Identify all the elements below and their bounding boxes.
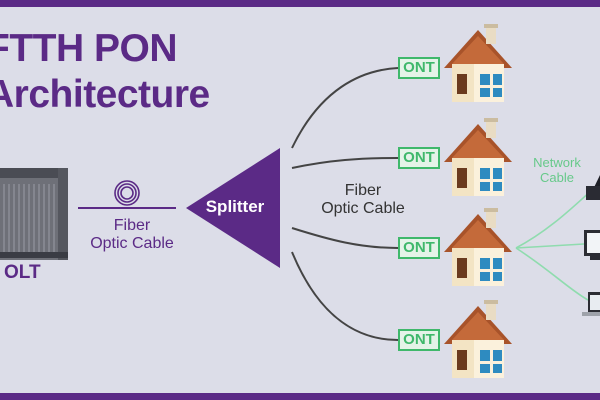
ont-box-1: ONT (398, 57, 440, 79)
bottom-band (0, 393, 600, 400)
house-icon (444, 300, 512, 378)
network-cable-label-line-1: Network (533, 155, 581, 170)
title-line-2: Architecture (0, 73, 210, 116)
ont-box-2: ONT (398, 147, 440, 169)
olt-label: OLT (4, 262, 41, 283)
splitter-shape (186, 148, 280, 268)
distribution-cable-label-line-2: Optic Cable (321, 200, 405, 217)
house-icon (444, 208, 512, 286)
cable-to-laptop (515, 247, 589, 301)
distribution-cable-label-line-1: Fiber (344, 182, 382, 199)
ont-box-4: ONT (398, 329, 440, 351)
ont-box-3: ONT (398, 237, 440, 259)
laptop-icon (582, 292, 600, 316)
desktop-monitor-icon (584, 230, 600, 260)
cable-to-router (515, 189, 593, 249)
fiber-to-ont-3 (291, 227, 399, 249)
house-icon (444, 118, 512, 196)
network-cable-label: Network Cable (522, 155, 592, 185)
splitter-label: Splitter (205, 197, 265, 216)
network-cables (515, 189, 593, 301)
olt-rack-icon (0, 168, 68, 260)
distribution-fibers (291, 67, 399, 341)
network-cable-label-line-2: Cable (540, 170, 574, 185)
feeder-cable-label: Fiber Optic Cable (86, 217, 178, 253)
title-line-1: FTTH PON (0, 27, 177, 70)
fiber-coil-icon (114, 180, 140, 206)
cable-to-desktop (515, 243, 585, 249)
fiber-to-ont-4 (291, 251, 399, 341)
feeder-cable-label-line-2: Optic Cable (90, 235, 174, 252)
fiber-to-ont-2 (291, 157, 399, 169)
diagram-title: FTTH PON Architecture (0, 26, 210, 118)
feeder-cable-label-line-1: Fiber (113, 217, 151, 234)
top-band (0, 0, 600, 7)
distribution-cable-label: Fiber Optic Cable (308, 182, 418, 218)
router-icon (586, 175, 600, 200)
house-icon (444, 24, 512, 102)
fiber-to-ont-1 (291, 67, 399, 149)
